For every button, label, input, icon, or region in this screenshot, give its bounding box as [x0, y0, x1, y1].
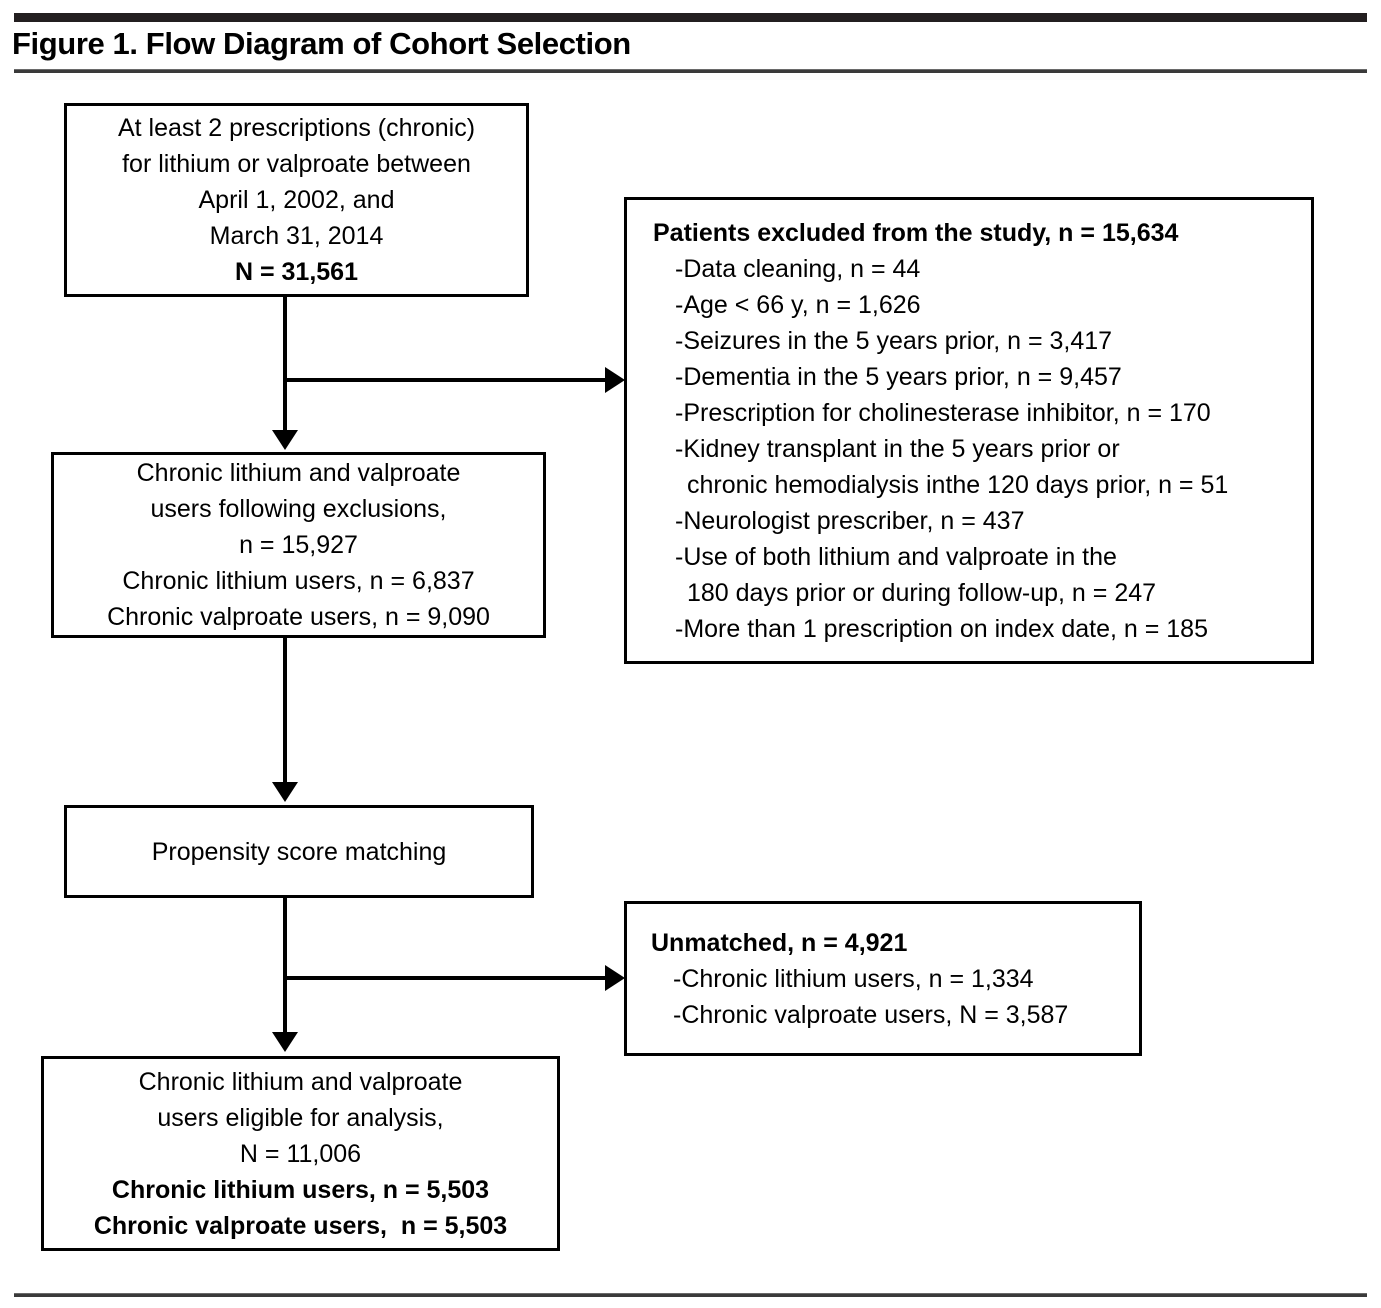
eligible-for-analysis-box: Chronic lithium and valproate users elig…: [41, 1056, 560, 1251]
box-line: for lithium or valproate between: [122, 150, 471, 178]
unmatched-box: Unmatched, n = 4,921 -Chronic lithium us…: [624, 901, 1142, 1056]
arrow-right-icon: [605, 965, 625, 991]
box-line: March 31, 2014: [209, 222, 384, 250]
box-line: -Chronic lithium users, n = 1,334: [673, 964, 1034, 993]
excluded-patients-box: Patients excluded from the study, n = 15…: [624, 197, 1314, 664]
box-line: Chronic lithium and valproate: [136, 459, 461, 487]
box-line: -Dementia in the 5 years prior, n = 9,45…: [675, 362, 1122, 391]
box-line: -More than 1 prescription on index date,…: [675, 614, 1208, 643]
arrow-right-icon: [605, 367, 625, 393]
box-line-heading: Unmatched, n = 4,921: [651, 928, 908, 957]
users-after-exclusions-box: Chronic lithium and valproate users foll…: [51, 452, 546, 638]
box-line: -Kidney transplant in the 5 years prior …: [675, 434, 1120, 463]
propensity-score-matching-box: Propensity score matching: [64, 805, 534, 898]
box-line: April 1, 2002, and: [198, 186, 395, 214]
source-to-after-exclusions-line: [283, 297, 287, 432]
box-line: Chronic valproate users, n = 5,503: [93, 1211, 508, 1240]
box-line: -Neurologist prescriber, n = 437: [675, 506, 1025, 535]
box-line-continuation: chronic hemodialysis inthe 120 days prio…: [687, 470, 1229, 499]
arrow-down-icon: [272, 782, 298, 802]
box-line: Chronic lithium and valproate: [138, 1067, 463, 1096]
after-exclusions-to-psm-line: [283, 638, 287, 782]
arrow-down-icon: [272, 1032, 298, 1052]
box-line: -Chronic valproate users, N = 3,587: [673, 1000, 1069, 1029]
box-line: Propensity score matching: [151, 837, 447, 866]
box-line: -Seizures in the 5 years prior, n = 3,41…: [675, 326, 1113, 355]
box-line: -Data cleaning, n = 44: [675, 254, 921, 283]
box-line-continuation: 180 days prior or during follow-up, n = …: [687, 578, 1157, 607]
box-line: -Age < 66 y, n = 1,626: [675, 290, 921, 319]
psm-to-unmatched-line: [283, 976, 609, 980]
source-to-excluded-line: [283, 378, 609, 382]
box-line: Chronic valproate users, n = 9,090: [107, 603, 490, 631]
box-line: users following exclusions,: [150, 495, 447, 523]
header-thin-rule: [14, 69, 1367, 73]
header-thick-rule: [14, 13, 1367, 22]
box-line-total: N = 11,006: [239, 1139, 362, 1168]
box-line-total: n = 15,927: [239, 531, 358, 559]
box-line: Chronic lithium users, n = 6,837: [122, 567, 475, 595]
box-line: Chronic lithium users, n = 5,503: [111, 1175, 490, 1204]
box-line: At least 2 prescriptions (chronic): [117, 114, 476, 142]
footer-rule: [14, 1293, 1367, 1297]
box-line: users eligible for analysis,: [157, 1103, 444, 1132]
arrow-down-icon: [272, 430, 298, 450]
box-line-total: N = 31,561: [234, 258, 358, 286]
psm-to-eligible-line: [283, 898, 287, 1034]
box-line: -Use of both lithium and valproate in th…: [675, 542, 1117, 571]
source-cohort-box: At least 2 prescriptions (chronic) for l…: [64, 103, 529, 297]
figure-title: Figure 1. Flow Diagram of Cohort Selecti…: [12, 26, 631, 61]
box-line: -Prescription for cholinesterase inhibit…: [675, 398, 1211, 427]
box-line-heading: Patients excluded from the study, n = 15…: [653, 218, 1179, 247]
